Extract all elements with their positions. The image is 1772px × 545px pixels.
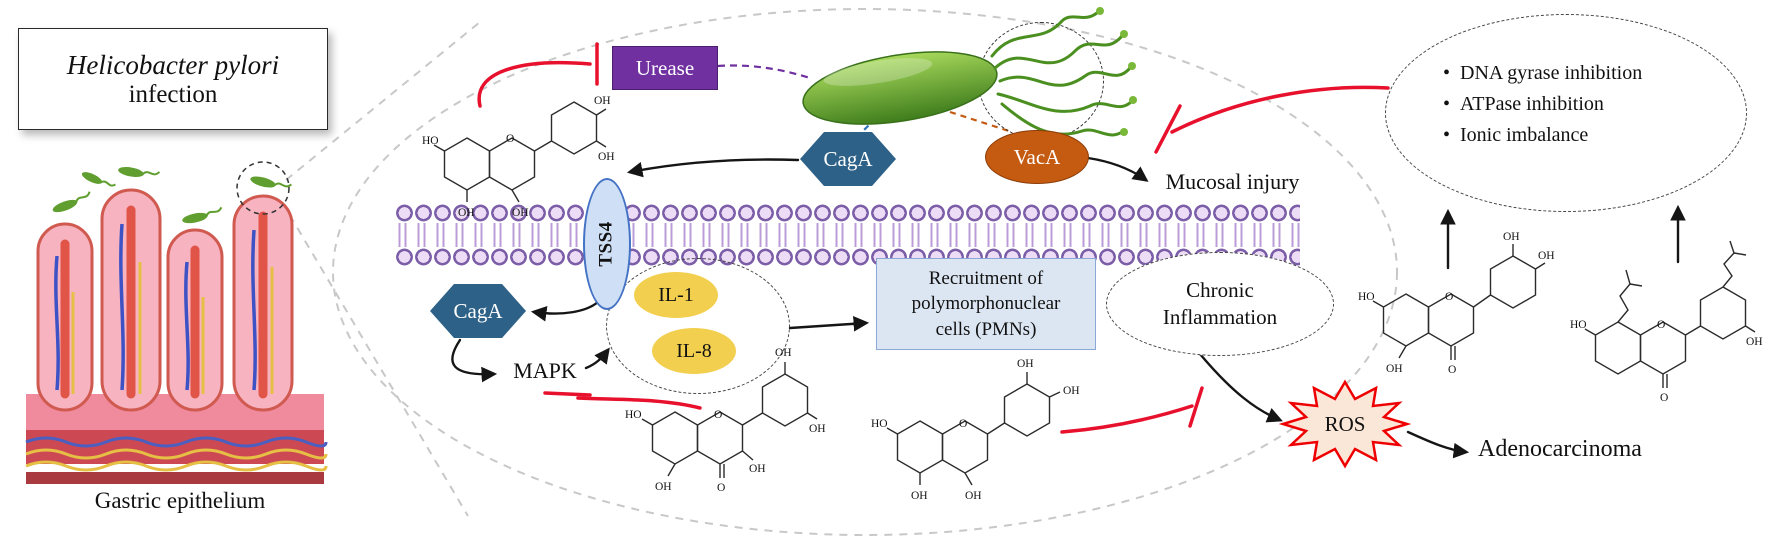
arrow-vaca-to-mucosal-injury	[1086, 156, 1149, 182]
svg-text:O: O	[1445, 291, 1453, 303]
inhibit-bacterium	[1170, 85, 1390, 134]
catechin-structure-2: O HO OH OH OH OH	[871, 358, 1080, 502]
mechanism-item: • ATPase inhibition	[1443, 93, 1604, 115]
mechanism-item: • Ionic imbalance	[1443, 124, 1589, 146]
gastric-epithelium-illustration	[25, 161, 328, 484]
ros-starburst	[1278, 379, 1412, 469]
svg-text:OH: OH	[1063, 385, 1080, 397]
flagella	[990, 10, 1133, 137]
mucosal-injury-label: Mucosal injury	[1165, 169, 1300, 194]
svg-text:OH: OH	[809, 423, 826, 435]
svg-text:O: O	[1657, 319, 1665, 331]
svg-text:OH: OH	[512, 207, 529, 219]
flavone-structure: O O HO OH OH OH	[1358, 232, 1555, 376]
svg-text:OH: OH	[911, 490, 928, 502]
svg-text:OH: OH	[1386, 363, 1403, 375]
gastric-epithelium-label: Gastric epithelium	[94, 488, 266, 513]
svg-text:HO: HO	[871, 418, 888, 430]
mapk-label: MAPK	[513, 358, 577, 383]
title-species: Helicobacter pylori	[66, 49, 280, 80]
bullet-icon: •	[1443, 124, 1451, 146]
svg-text:O: O	[717, 482, 725, 494]
svg-text:OH: OH	[1017, 358, 1034, 370]
catechin-structure-1: O HO OH OH OH OH	[422, 95, 615, 219]
svg-text:O: O	[1660, 392, 1668, 404]
il1-node: IL-1	[634, 272, 718, 318]
arrow-tss4-to-caga	[530, 300, 600, 322]
bullet-icon: •	[1443, 93, 1451, 115]
magnification-outline	[281, 8, 1398, 536]
svg-text:O: O	[506, 133, 514, 145]
bullet-icon: •	[1443, 62, 1451, 84]
chronic-line1: Chronic	[1186, 277, 1254, 302]
svg-text:HO: HO	[1570, 319, 1587, 331]
svg-text:OH: OH	[965, 490, 982, 502]
urease-node: Urease	[612, 46, 718, 90]
inhibit-ros-path	[1060, 404, 1194, 434]
ros-label: ROS	[1324, 411, 1366, 436]
chronic-inflammation-node: Chronic Inflammation	[1106, 252, 1334, 356]
inhibition-lines	[477, 42, 1390, 434]
arrow-mapk-to-il	[584, 347, 610, 370]
svg-text:OH: OH	[458, 207, 475, 219]
pmn-recruitment-box: Recruitment of polymorphonuclear cells (…	[876, 258, 1096, 350]
title-infection: infection	[128, 80, 218, 108]
pmn-line1: Recruitment of	[928, 267, 1044, 289]
svg-text:OH: OH	[594, 95, 611, 107]
inhibit-urease	[477, 60, 592, 108]
mechanisms-dashed-ellipse	[1385, 14, 1747, 212]
mechanism-item: • DNA gyrase inhibition	[1443, 62, 1643, 84]
adenocarcinoma-label: Adenocarcinoma	[1478, 435, 1642, 462]
arrow-caga-to-tss4	[626, 158, 800, 178]
interleukin-dashed-circle	[606, 258, 790, 394]
svg-text:OH: OH	[1503, 232, 1520, 243]
svg-text:HO: HO	[1358, 291, 1375, 303]
arrow-ros-to-adenocarcinoma	[1406, 430, 1470, 459]
svg-text:OH: OH	[775, 347, 792, 359]
magnified-region-circle	[236, 161, 290, 215]
svg-text:O: O	[959, 418, 967, 430]
pmn-line2: polymorphonuclear	[911, 293, 1061, 315]
urease-bacterium-dashed-line	[717, 64, 811, 80]
svg-text:OH: OH	[598, 151, 615, 163]
tss4-channel: TSS4	[583, 178, 631, 310]
vaca-node: VacA	[985, 130, 1089, 184]
svg-text:OH: OH	[749, 463, 766, 475]
mechanisms-list: • DNA gyrase inhibition • ATPase inhibit…	[1443, 62, 1733, 155]
svg-text:OH: OH	[1746, 336, 1763, 348]
caga-bottom-node: CagA	[430, 284, 526, 338]
bacterium-body	[802, 51, 998, 125]
svg-text:HO: HO	[625, 409, 642, 421]
caga-top-node: CagA	[800, 132, 896, 186]
membrane-tails	[395, 223, 1300, 247]
il8-node: IL-8	[652, 328, 736, 374]
villi	[36, 188, 294, 412]
pathway-arrows	[451, 156, 1686, 459]
prenylflavonoid-structure: O O HO OH	[1570, 240, 1763, 404]
inhibit-mapk	[576, 396, 702, 410]
bacteria-on-epithelium	[52, 167, 292, 224]
svg-text:O: O	[1448, 364, 1456, 376]
svg-text:HO: HO	[422, 135, 439, 147]
svg-text:OH: OH	[655, 481, 672, 493]
title-box: Helicobacter pylori infection	[18, 28, 328, 130]
quercetin-structure: O O HO OH OH OH OH	[625, 347, 826, 494]
pmn-line3: cells (PMNs)	[935, 318, 1037, 340]
svg-text:O: O	[714, 409, 722, 421]
arrow-caga-to-mapk	[451, 338, 498, 383]
hpylori-bacterium	[802, 7, 1137, 137]
arrow-il-to-pmn	[788, 316, 870, 332]
arrow-chronic-to-ros	[1198, 352, 1283, 423]
tss4-label: TSS4	[596, 221, 617, 267]
svg-text:OH: OH	[1538, 250, 1555, 262]
chronic-line2: Inflammation	[1162, 305, 1278, 329]
